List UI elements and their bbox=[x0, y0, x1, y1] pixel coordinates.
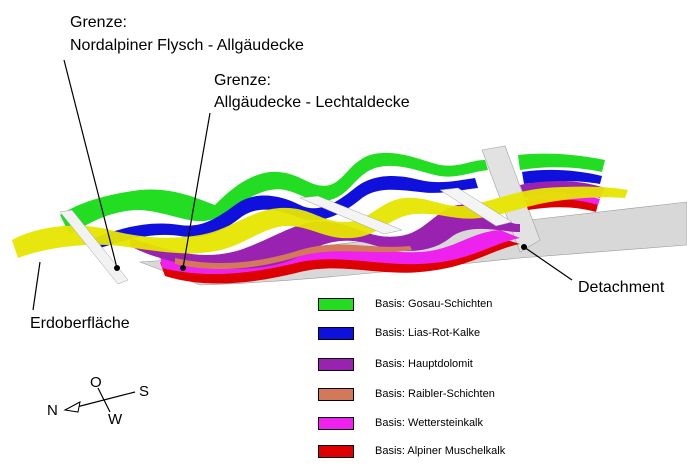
compass-rose bbox=[63, 387, 136, 413]
leader-line-detachment bbox=[523, 246, 573, 281]
legend-swatch-wettersteinkalk bbox=[318, 416, 354, 430]
legend-label-gosau: Basis: Gosau-Schichten bbox=[375, 298, 493, 310]
legend-swatch-hauptdolomit bbox=[318, 357, 354, 371]
fault-sheet-center bbox=[299, 195, 403, 235]
compass-north-arrow bbox=[63, 401, 81, 413]
boundary-2-label: Allgäudecke - Lechtaldecke bbox=[214, 94, 410, 111]
marker-boundary-1 bbox=[114, 265, 120, 271]
compass-east-label: O bbox=[90, 374, 102, 391]
legend-label-hauptdolomit: Basis: Hauptdolomit bbox=[375, 358, 473, 370]
boundary-2-heading: Grenze: bbox=[214, 72, 271, 89]
layer-muschelkalk bbox=[160, 238, 520, 284]
legend-item-gosau: Basis: Gosau-Schichten bbox=[318, 295, 492, 313]
legend-label-muschelkalk: Basis: Alpiner Muschelkalk bbox=[375, 445, 506, 457]
legend-swatch-raibler bbox=[318, 387, 354, 401]
layer-lias-right bbox=[522, 169, 602, 184]
marker-detachment bbox=[521, 244, 527, 250]
legend-item-muschelkalk: Basis: Alpiner Muschelkalk bbox=[318, 442, 505, 460]
compass-north-label: N bbox=[47, 402, 58, 419]
legend-swatch-gosau bbox=[318, 297, 354, 311]
compass-south-label: S bbox=[139, 383, 150, 400]
layer-hauptdolomit bbox=[130, 204, 520, 269]
fault-sheet-left bbox=[59, 209, 129, 285]
compass-west-label: W bbox=[108, 411, 123, 428]
legend-swatch-muschelkalk bbox=[318, 444, 354, 458]
surface-label: Erdoberfläche bbox=[30, 315, 130, 332]
leader-line-surface bbox=[32, 261, 41, 311]
layer-raibler bbox=[175, 244, 412, 270]
legend-item-hauptdolomit: Basis: Hauptdolomit bbox=[318, 355, 473, 373]
legend-item-raibler: Basis: Raibler-Schichten bbox=[318, 385, 495, 403]
layer-gosau-left bbox=[60, 152, 488, 235]
legend-label-wettersteinkalk: Basis: Wettersteinkalk bbox=[375, 417, 484, 429]
legend-item-lias: Basis: Lias-Rot-Kalke bbox=[318, 324, 480, 342]
detachment-label: Detachment bbox=[578, 279, 665, 296]
leader-line-boundary-1 bbox=[63, 59, 118, 269]
fault-sheet-right bbox=[439, 187, 513, 227]
leader-line-boundary-2 bbox=[182, 112, 211, 269]
legend-swatch-lias bbox=[318, 326, 354, 340]
legend-item-wettersteinkalk: Basis: Wettersteinkalk bbox=[318, 414, 483, 432]
boundary-1-heading: Grenze: bbox=[70, 14, 127, 31]
marker-boundary-2 bbox=[180, 265, 186, 271]
layer-gosau-right bbox=[518, 153, 605, 172]
legend-label-raibler: Basis: Raibler-Schichten bbox=[375, 388, 495, 400]
compass-ow-line bbox=[97, 387, 111, 413]
legend-label-lias: Basis: Lias-Rot-Kalke bbox=[375, 327, 481, 339]
boundary-1-label: Nordalpiner Flysch - Allgäudecke bbox=[70, 37, 304, 54]
